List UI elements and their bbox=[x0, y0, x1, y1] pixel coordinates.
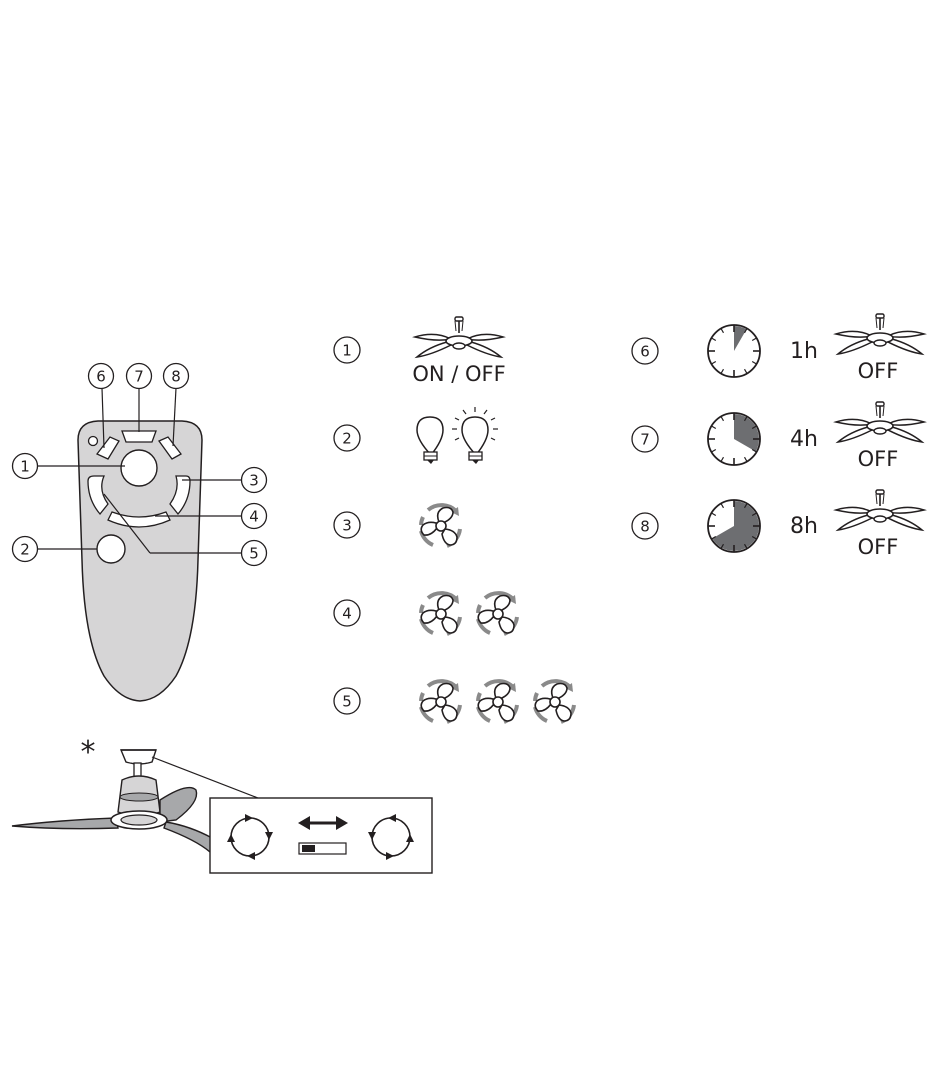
ceiling-fan-icon bbox=[835, 401, 925, 443]
callout-3: 3 bbox=[240, 466, 268, 494]
timer-clock-icon bbox=[707, 412, 761, 466]
slide-switch-icon bbox=[298, 842, 347, 855]
timer-clock-icon bbox=[707, 499, 761, 553]
svg-text:1: 1 bbox=[20, 458, 30, 476]
legend-item-1: 1 ON / OFF bbox=[333, 316, 506, 386]
light-bulb-on-icon bbox=[452, 407, 498, 464]
timer-4h-button[interactable] bbox=[121, 430, 157, 443]
speed-3-button[interactable] bbox=[87, 475, 109, 516]
fan-speed-icon bbox=[476, 679, 519, 724]
legend-item-8: 8 8h OFF bbox=[631, 489, 925, 559]
remote-control: 6 7 8 1 2 3 4 5 bbox=[11, 362, 268, 702]
timer-duration-label: 1h bbox=[790, 339, 818, 364]
svg-text:2: 2 bbox=[342, 430, 352, 448]
callout-8: 8 bbox=[162, 362, 190, 390]
timer-elapsed-wedge bbox=[734, 326, 747, 351]
callout-4: 4 bbox=[240, 502, 268, 530]
timer-elapsed-wedge bbox=[734, 414, 760, 452]
ceiling-fan-side-view bbox=[11, 749, 259, 854]
svg-text:7: 7 bbox=[640, 431, 650, 449]
timer-1h-button[interactable] bbox=[95, 436, 120, 460]
svg-text:6: 6 bbox=[640, 343, 650, 361]
light-button[interactable] bbox=[96, 534, 126, 564]
timer-elapsed-wedge bbox=[712, 501, 759, 551]
reverse-switch-detail-box bbox=[209, 797, 433, 874]
on-off-caption: ON / OFF bbox=[412, 362, 505, 386]
legend-item-5: 5 bbox=[333, 679, 576, 724]
svg-text:4: 4 bbox=[249, 508, 259, 526]
off-caption: OFF bbox=[858, 359, 899, 383]
svg-text:6: 6 bbox=[96, 368, 106, 386]
legend-item-3: 3 bbox=[333, 503, 462, 548]
timer-clock-icon bbox=[707, 324, 761, 378]
speed-1-button[interactable] bbox=[169, 475, 191, 516]
callout-2: 2 bbox=[11, 535, 39, 563]
power-button[interactable] bbox=[120, 449, 158, 487]
svg-text:5: 5 bbox=[342, 693, 352, 711]
svg-text:2: 2 bbox=[20, 541, 30, 559]
speed-2-button[interactable] bbox=[107, 511, 171, 528]
legend-item-4: 4 bbox=[333, 591, 519, 636]
timer-duration-label: 8h bbox=[790, 514, 818, 539]
ceiling-fan-icon bbox=[414, 316, 504, 358]
off-caption: OFF bbox=[858, 447, 899, 471]
callout-5: 5 bbox=[240, 539, 268, 567]
callout-6: 6 bbox=[87, 362, 115, 390]
svg-text:3: 3 bbox=[249, 472, 259, 490]
timer-8h-button[interactable] bbox=[158, 436, 182, 460]
timer-duration-label: 4h bbox=[790, 427, 818, 452]
svg-text:4: 4 bbox=[342, 605, 352, 623]
fan-speed-icon bbox=[419, 503, 462, 548]
off-caption: OFF bbox=[858, 535, 899, 559]
ceiling-fan-icon bbox=[835, 313, 925, 355]
callout-7: 7 bbox=[125, 362, 153, 390]
ceiling-fan-icon bbox=[835, 489, 925, 531]
fan-speed-icon bbox=[419, 679, 462, 724]
svg-text:3: 3 bbox=[342, 517, 352, 535]
legend-item-2: 2 bbox=[333, 407, 498, 464]
svg-text:7: 7 bbox=[134, 368, 144, 386]
legend-item-6: 6 1h OFF bbox=[631, 313, 925, 383]
fan-speed-icon bbox=[533, 679, 576, 724]
indicator-led bbox=[87, 435, 99, 447]
callout-lines bbox=[38, 387, 241, 554]
asterisk-note-mark: * bbox=[81, 735, 96, 770]
svg-text:5: 5 bbox=[249, 545, 259, 563]
light-bulb-off-icon bbox=[416, 416, 444, 464]
fan-speed-icon bbox=[419, 591, 462, 636]
svg-text:8: 8 bbox=[171, 368, 181, 386]
remote-body bbox=[77, 420, 203, 702]
svg-text:8: 8 bbox=[640, 518, 650, 536]
fan-speed-icon bbox=[476, 591, 519, 636]
legend-item-7: 7 4h OFF bbox=[631, 401, 925, 471]
callout-1: 1 bbox=[11, 452, 39, 480]
svg-text:1: 1 bbox=[342, 342, 352, 360]
double-arrow-icon bbox=[298, 816, 348, 830]
